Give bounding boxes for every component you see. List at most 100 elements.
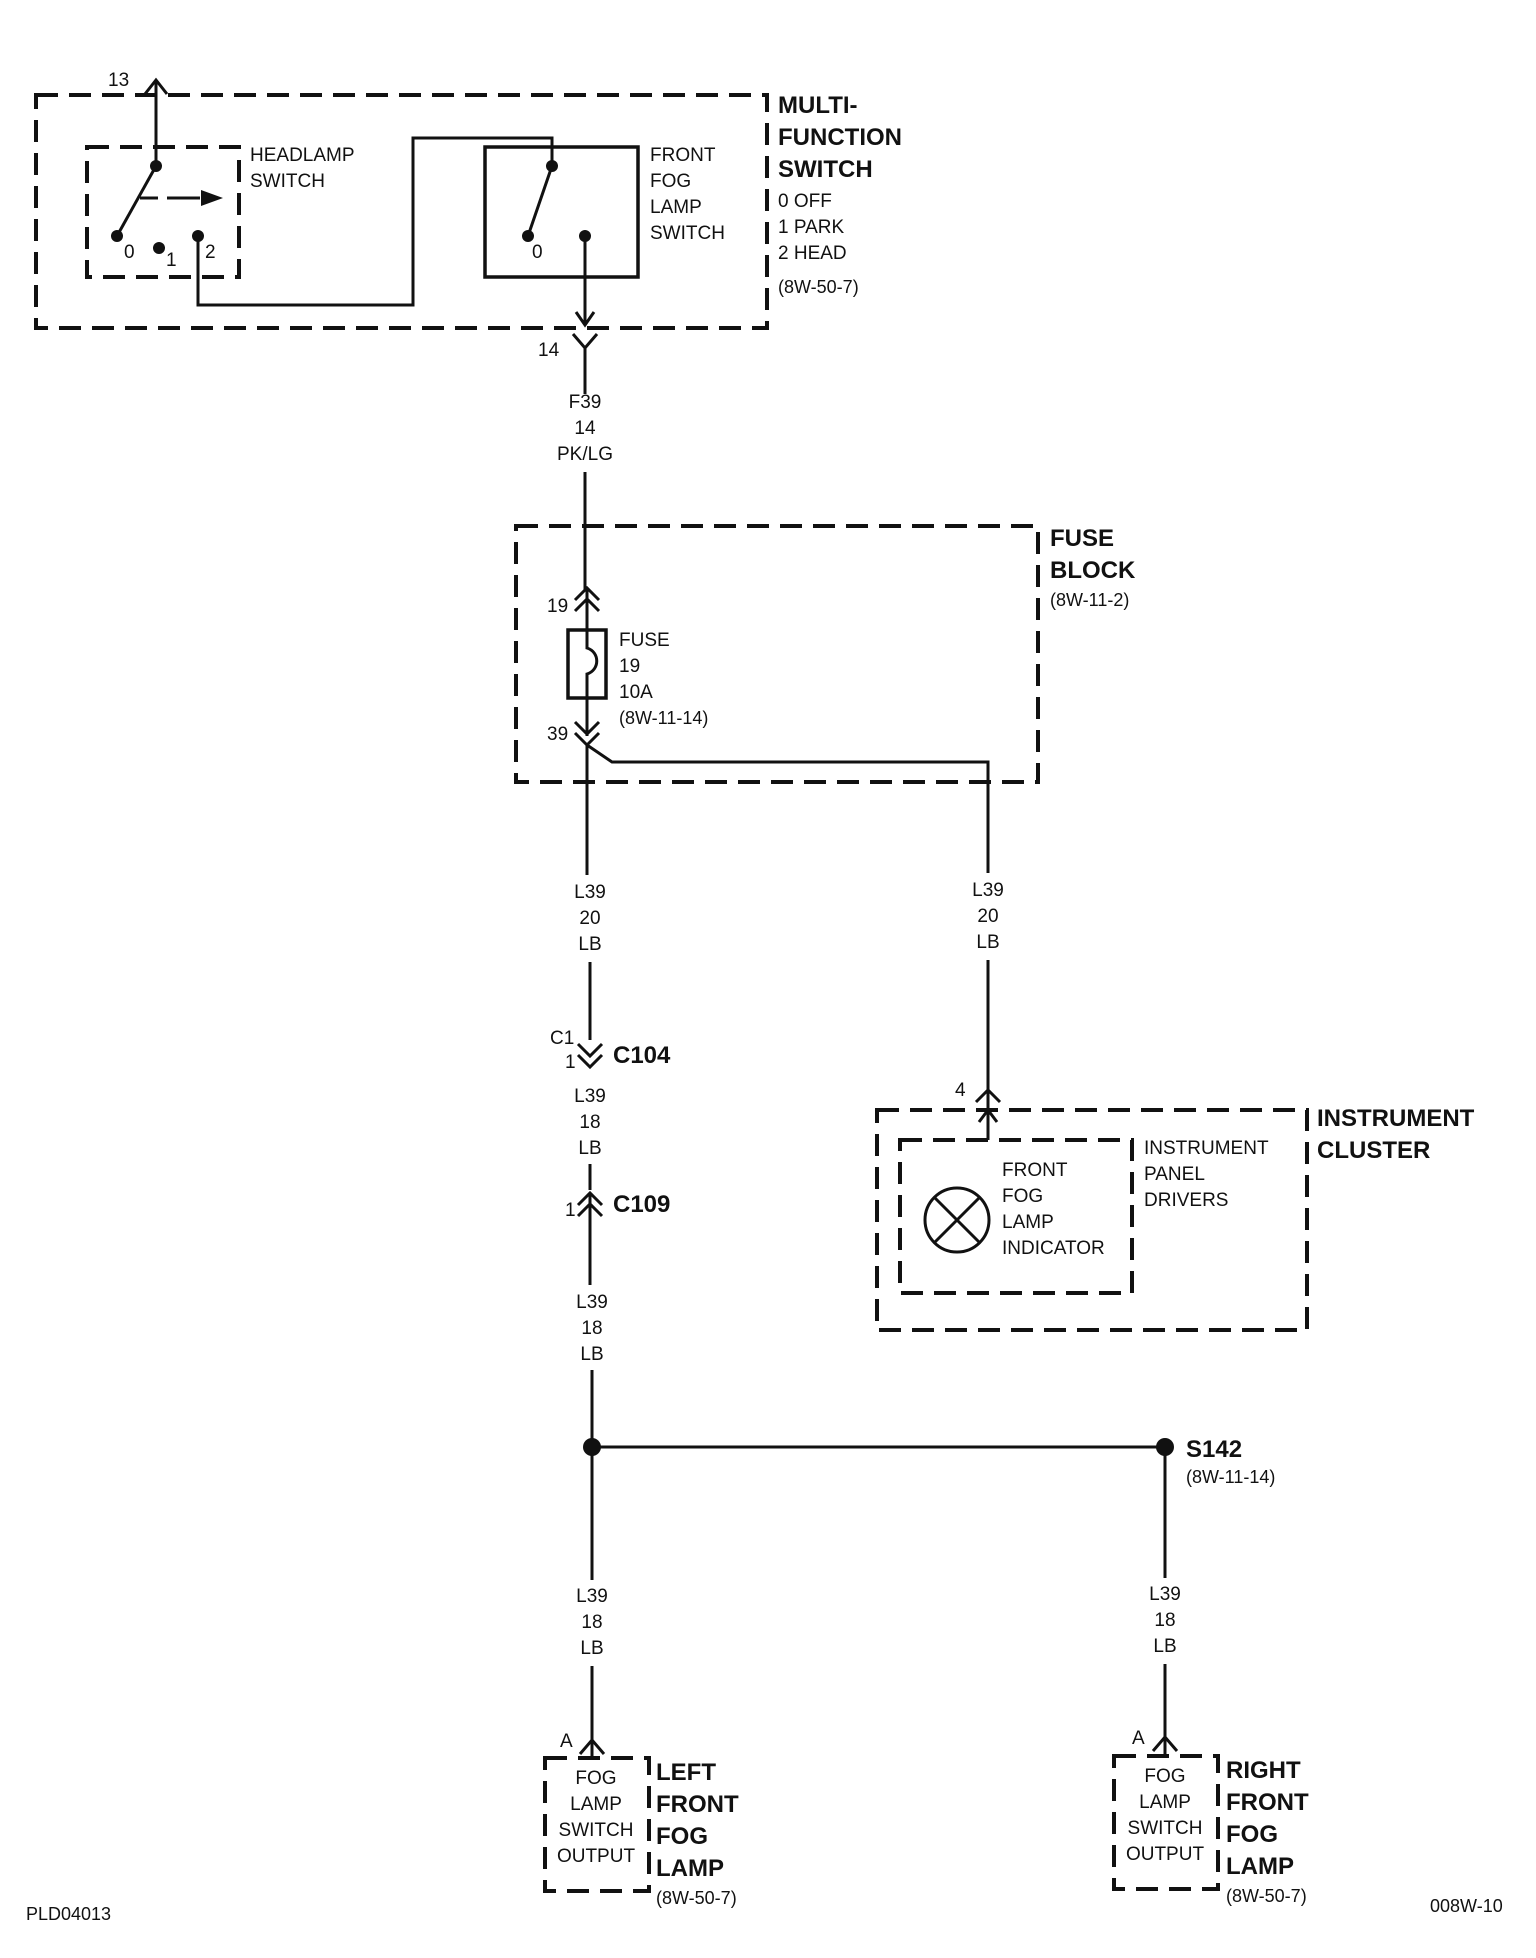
c104-connector-a [576,1042,604,1059]
c104-name: C104 [613,1042,671,1069]
fog-switch-blade [526,165,554,237]
pin-14-label: 14 [538,340,560,361]
fuse-label-1: FUSE [619,630,670,651]
fog-lamp-switch-label-4: SWITCH [650,223,725,244]
fog-lamp-switch-label-1: FRONT [650,145,716,166]
drivers-label-3: DRIVERS [1144,1190,1228,1211]
c109-name: C109 [613,1191,670,1218]
wire-f39-gauge: 14 [574,418,596,439]
position-head-label: 2 HEAD [778,243,847,264]
wire-l39-18-b-color: LB [580,1344,603,1365]
wire-l39-18-a-circuit: L39 [574,1086,606,1107]
fog-lamp-switch-box [483,145,640,279]
drivers-label-1: INSTRUMENT [1144,1138,1269,1159]
left-lamp-title-1: LEFT [656,1759,716,1786]
right-lamp-title-4: LAMP [1226,1853,1294,1880]
fog-switch-output-arrow [574,311,596,328]
left-lamp-title-4: LAMP [656,1855,724,1882]
multifunction-switch-title-1: MULTI- [778,92,858,119]
right-lamp-inner-2: LAMP [1139,1792,1191,1813]
multifunction-switch: MULTI- FUNCTION SWITCH 0 OFF 1 PARK 2 HE… [34,70,902,361]
left-lamp-inner-1: FOG [575,1768,616,1789]
left-lamp-pin-label: A [560,1731,573,1752]
indicator-lamp-x-2 [933,1196,981,1244]
wire-l39-18-right-circuit: L39 [1149,1584,1181,1605]
right-lamp-inner-4: OUTPUT [1126,1844,1205,1865]
right-lamp-box [1112,1754,1220,1891]
indicator-label-3: LAMP [1002,1212,1054,1233]
splice-s142: S142 (8W-11-14) [583,1436,1275,1487]
fuse-block-title-1: FUSE [1050,525,1114,552]
right-lamp-title-1: RIGHT [1226,1757,1301,1784]
right-lamp-pin-label: A [1132,1728,1145,1749]
instrument-cluster-title-2: CLUSTER [1317,1137,1430,1164]
left-lamp-inner-2: LAMP [570,1794,622,1815]
instrument-panel-drivers-box [898,1138,1134,1295]
wire-f39-circuit: F39 [569,392,602,413]
wire-l39-18-b-gauge: 18 [581,1318,602,1339]
wire-l39-18-b-circuit: L39 [576,1292,608,1313]
instrument-cluster: 4 INSTRUMENT CLUSTER INSTRUMENT PANEL DR… [875,1080,1475,1332]
fuse-pin-39-label: 39 [547,724,568,745]
headlamp-pos-1: 1 [166,250,177,271]
fog-switch-contact-0 [522,230,534,242]
wire-l39-20-left-circuit: L39 [574,882,606,903]
wire-l39-20-left-gauge: 20 [579,908,600,929]
fuse-element [585,630,599,698]
indicator-label-2: FOG [1002,1186,1043,1207]
wire-f39-color: PK/LG [557,444,613,465]
instrument-cluster-box [875,1108,1309,1332]
headlamp-switch-label-2: SWITCH [250,171,325,192]
fuse-pin-39-connector-a [573,720,601,737]
fuse-label-4: (8W-11-14) [619,708,708,728]
wire-l39-18-left-gauge: 18 [581,1612,602,1633]
left-lamp-title-2: FRONT [656,1791,739,1818]
right-lamp-title-2: FRONT [1226,1789,1309,1816]
c104-cavity-label: C1 [550,1028,574,1049]
fuse-label-3: 10A [619,682,653,703]
multifunction-switch-box [34,93,769,330]
position-off-label: 0 OFF [778,191,832,212]
fog-lamp-switch-label-2: FOG [650,171,691,192]
footer-right-code: 008W-10 [1430,1896,1503,1916]
fuse-block-box [514,524,1040,784]
connector-c104: C1 1 C104 [550,1028,671,1073]
wire-l39-20-right-gauge: 20 [977,906,998,927]
multifunction-switch-ref: (8W-50-7) [778,277,859,297]
wire-l39-20-left-color: LB [578,934,601,955]
drivers-label-2: PANEL [1144,1164,1205,1185]
headlamp-contact-0 [111,230,123,242]
fuse-block-title-2: BLOCK [1050,557,1136,584]
pin-14-connector [571,333,599,351]
instrument-cluster-title-1: INSTRUMENT [1317,1105,1475,1132]
splice-name: S142 [1186,1436,1242,1463]
headlamp-pos-2: 2 [205,242,216,263]
splice-ref: (8W-11-14) [1186,1467,1275,1487]
fuse-pin-19-label: 19 [547,596,568,617]
right-lamp-inner-3: SWITCH [1128,1818,1203,1839]
headlamp-switch-box [85,145,241,279]
fog-lamp-indicator-icon [923,1186,991,1254]
fuse-block: FUSE BLOCK (8W-11-2) 19 FUSE 19 10A (8W-… [514,524,1136,784]
connector-c109: 1 C109 [565,1190,670,1221]
left-lamp-box [543,1756,651,1893]
multifunction-switch-title-2: FUNCTION [778,124,902,151]
pin-13-label: 13 [108,70,129,91]
left-front-fog-lamp: A FOG LAMP SWITCH OUTPUT LEFT FRONT FOG … [543,1731,739,1908]
left-lamp-inner-4: OUTPUT [557,1846,636,1867]
right-lamp-ref: (8W-50-7) [1226,1886,1307,1906]
left-lamp-inner-3: SWITCH [559,1820,634,1841]
headlamp-switch-label-1: HEADLAMP [250,145,355,166]
headlamp-switch: HEADLAMP SWITCH 0 1 2 [85,145,355,279]
wire-l39-20-right-circuit: L39 [972,880,1004,901]
c109-pin-label: 1 [565,1200,576,1221]
fog-switch-pos-0: 0 [532,242,543,263]
wire-l39-18-right-color: LB [1153,1636,1176,1657]
left-lamp-title-3: FOG [656,1823,708,1850]
wire-l39-18-left-circuit: L39 [576,1586,608,1607]
indicator-lamp-circle [923,1186,991,1254]
indicator-label-1: FRONT [1002,1160,1068,1181]
headlamp-switch-blade [115,165,158,237]
fuse-out-right-wire [586,743,990,873]
